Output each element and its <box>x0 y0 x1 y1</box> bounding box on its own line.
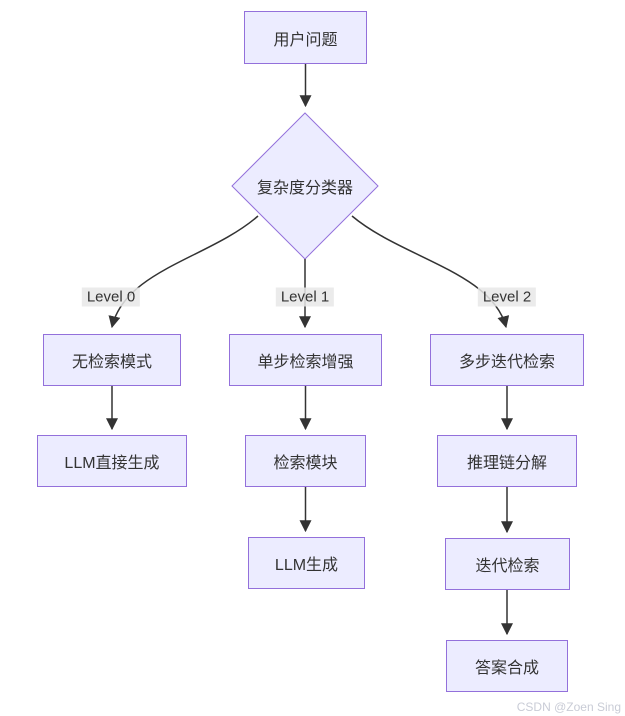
watermark: CSDN @Zoen Sing <box>516 700 621 714</box>
node-reasoning-chain-decomposition: 推理链分解 <box>437 435 577 487</box>
node-retrieval-module: 检索模块 <box>245 435 366 487</box>
node-single-step-retrieval: 单步检索增强 <box>229 334 382 386</box>
edge-label-level-0: Level 0 <box>81 287 141 307</box>
edge-label-level-1: Level 1 <box>275 287 335 307</box>
node-no-retrieval-mode: 无检索模式 <box>43 334 181 386</box>
node-iterative-retrieval: 迭代检索 <box>445 538 570 590</box>
node-answer-synthesis: 答案合成 <box>446 640 568 692</box>
edge-classifier-to-no-retrieval <box>108 215 259 329</box>
edge-classifier-to-multi-step <box>351 215 510 329</box>
node-user-question: 用户问题 <box>244 11 367 64</box>
node-llm-direct-generation: LLM直接生成 <box>37 435 187 487</box>
edge-label-level-2: Level 2 <box>477 287 537 307</box>
node-complexity-classifier: 复杂度分类器 <box>256 180 353 197</box>
node-multi-step-iterative-retrieval: 多步迭代检索 <box>430 334 584 386</box>
node-llm-generation: LLM生成 <box>248 537 365 589</box>
